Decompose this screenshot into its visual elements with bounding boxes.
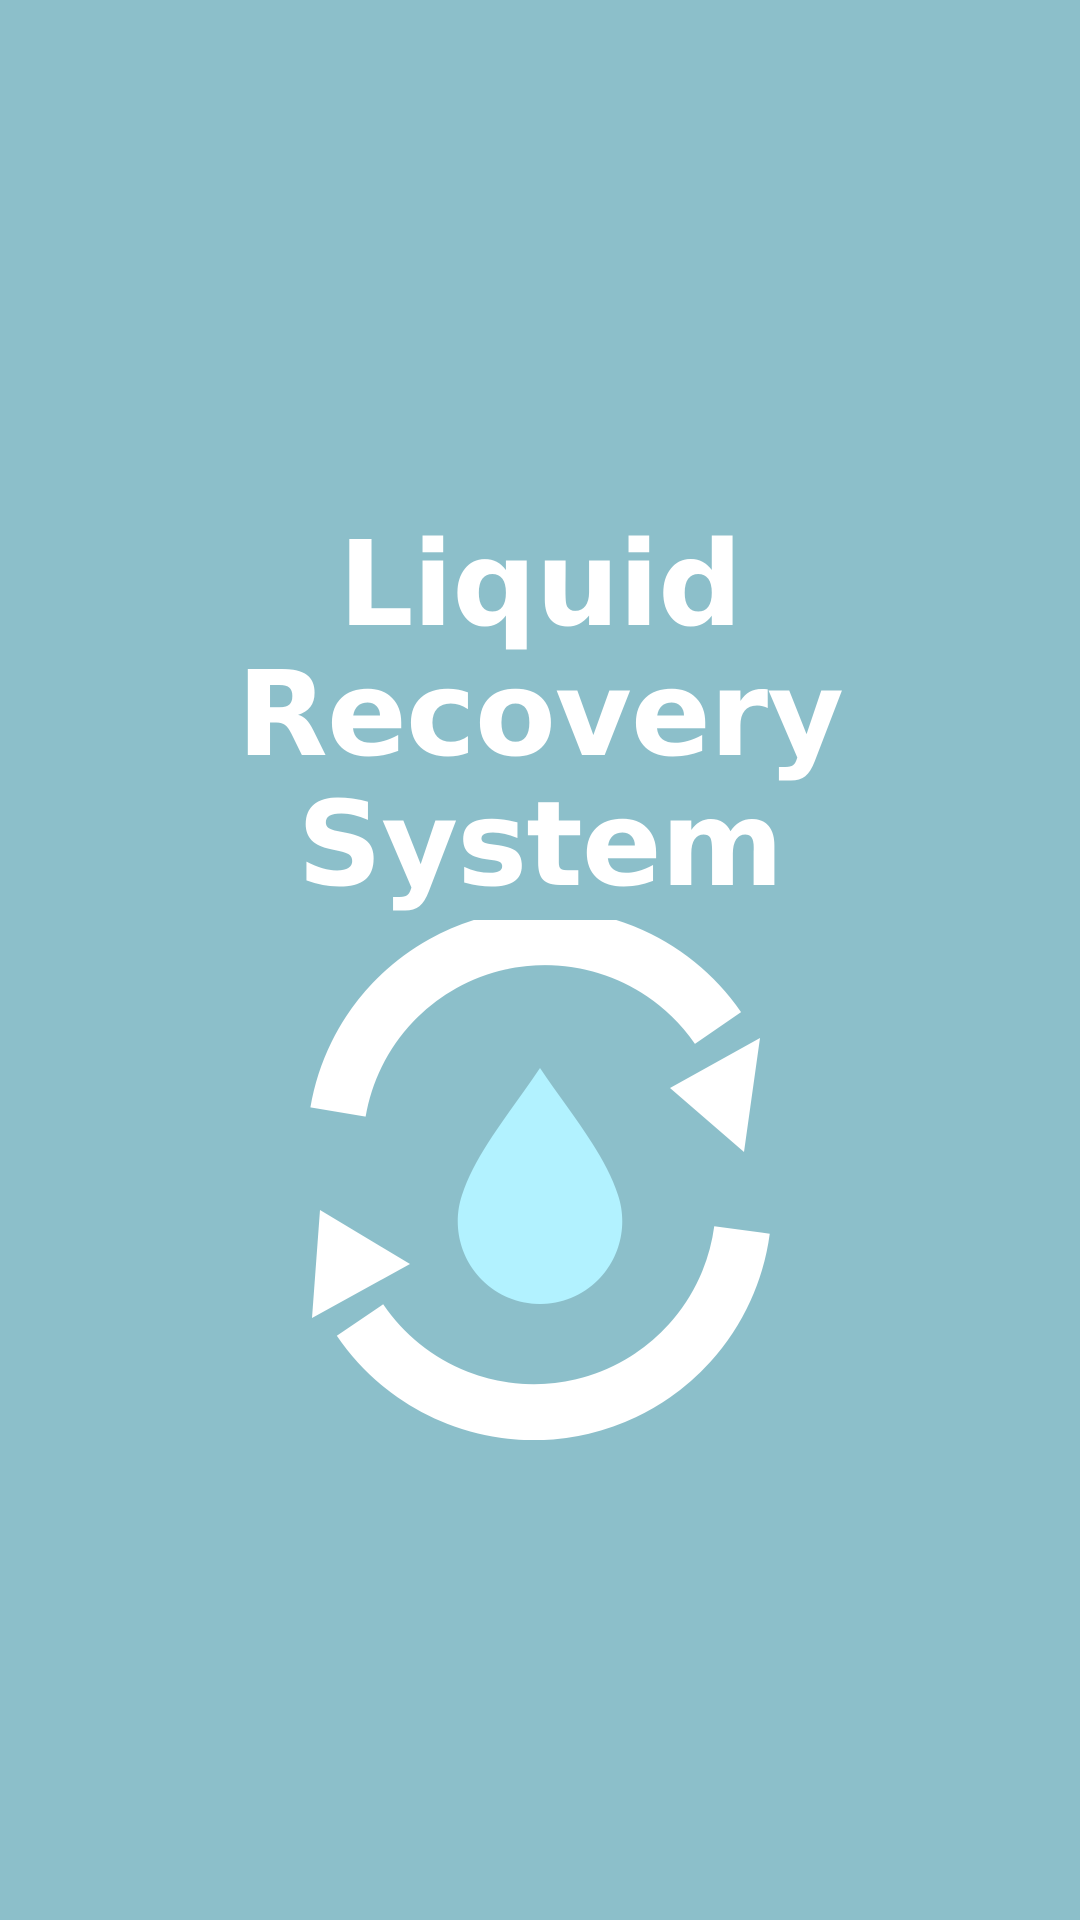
refresh-arrow-bottom-icon: [336, 1225, 770, 1440]
refresh-arrow-top-icon: [310, 920, 742, 1117]
title-line-3: System: [297, 775, 784, 914]
recycle-droplet-icon: [280, 920, 800, 1440]
arrow-head-top-icon: [670, 1038, 760, 1152]
title-line-2: Recovery: [237, 645, 844, 784]
app-title: Liquid Recovery System: [0, 519, 1080, 909]
arrow-head-bottom-icon: [312, 1210, 410, 1318]
title-line-1: Liquid: [338, 515, 742, 654]
droplet-icon: [457, 1068, 623, 1304]
